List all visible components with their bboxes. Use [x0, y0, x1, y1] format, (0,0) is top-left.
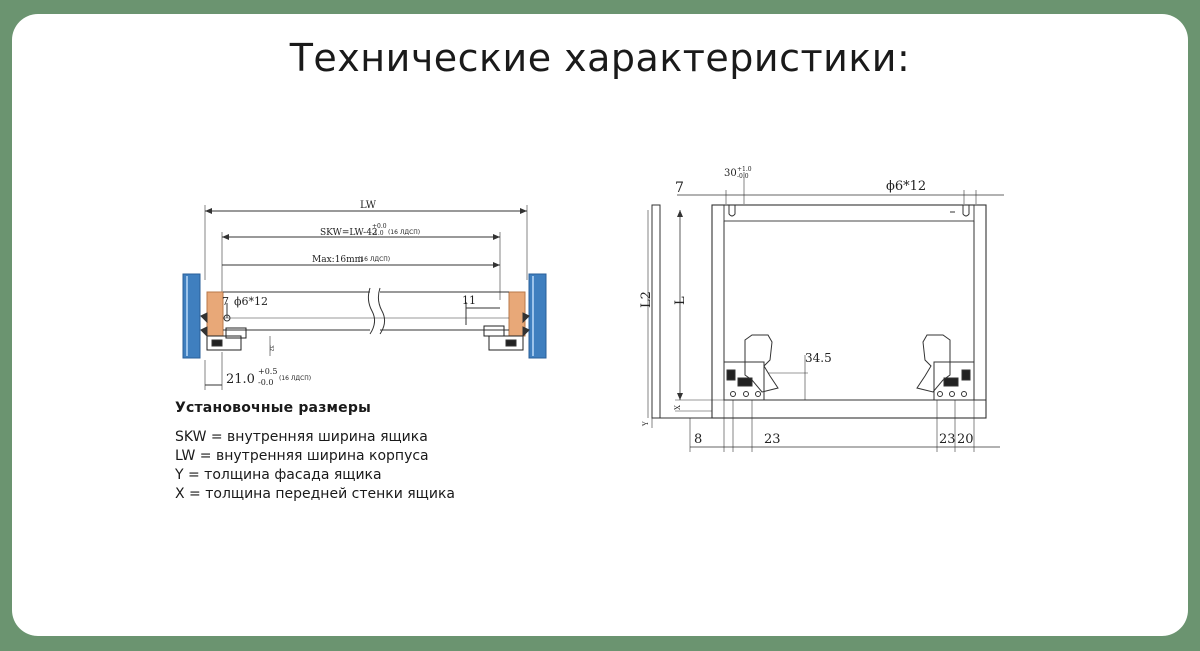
installation-legend: Установочные размеры SKW = внутренняя ши…: [175, 400, 455, 504]
skw-note: (16 ЛДСП): [388, 229, 420, 236]
skw-tolerance-down: -1.0: [372, 230, 384, 237]
legend-line-skw: SKW = внутренняя ширина ящика: [175, 429, 428, 445]
legend-line-lw: LW = внутренняя ширина корпуса: [175, 448, 429, 464]
b20-label: 20: [957, 432, 974, 447]
skw-label: SKW=LW-42: [320, 228, 378, 238]
side-7-label: 7: [675, 180, 684, 196]
left-runner-block: [723, 361, 765, 401]
legend-line-x: X = толщина передней стенки ящика: [175, 486, 455, 502]
h345-label: 34.5: [805, 351, 832, 365]
front-hole-label: ϕ6*12: [234, 295, 268, 308]
legend-heading: Установочные размеры: [175, 400, 371, 416]
x-label: X: [674, 405, 682, 410]
page-title: Технические характеристики:: [289, 36, 911, 80]
legend-line-y: Y = толщина фасада ящика: [175, 467, 382, 483]
left-drawer-side: [206, 291, 224, 337]
b23-label: 23: [764, 432, 781, 447]
offset-note: (16 ЛДСП): [279, 375, 311, 382]
l2-label: L2: [639, 291, 654, 308]
skw-tolerance-up: +0.0: [372, 223, 387, 230]
right-cabinet-wall: [528, 273, 547, 359]
offset-tolerance-up: +0.5: [258, 367, 277, 376]
lw-label: LW: [360, 200, 377, 211]
y-label: Y: [642, 421, 650, 427]
side-view-drawing: [647, 172, 1004, 452]
side-hole-label: ϕ6*12: [886, 179, 926, 194]
front-view-labels: LW SKW=LW-42 +0.0 -1.0 (16 ЛДСП) Max:16m…: [222, 200, 476, 387]
side-view-labels: 7 30 +1.0 -0.0 ϕ6*12 L2 L 34.5 X Y 8 23 …: [639, 166, 974, 447]
side-30-label: 30: [724, 168, 737, 179]
right-runner-block: [933, 361, 975, 401]
b8-label: 8: [694, 432, 702, 447]
offset-label: 21.0: [226, 372, 255, 387]
offset-tolerance-down: -0.0: [258, 378, 273, 387]
front-view-drawing: [182, 205, 547, 390]
l-label: L: [673, 296, 688, 305]
front-11-label: 11: [462, 294, 476, 307]
front-32-label: 32: [268, 345, 274, 351]
max-note: (16 ЛДСП): [358, 256, 390, 263]
side-30-tolerance-down: -0.0: [737, 173, 749, 180]
drawer-front-panel: [651, 204, 661, 419]
drawer-top-rail: [723, 204, 975, 222]
b23r-label: 23: [939, 432, 956, 447]
front-7-label: 7: [222, 295, 229, 308]
side-30-tolerance-up: +1.0: [737, 166, 752, 173]
max-label: Max:16mm: [312, 255, 364, 265]
left-cabinet-wall: [182, 273, 201, 359]
